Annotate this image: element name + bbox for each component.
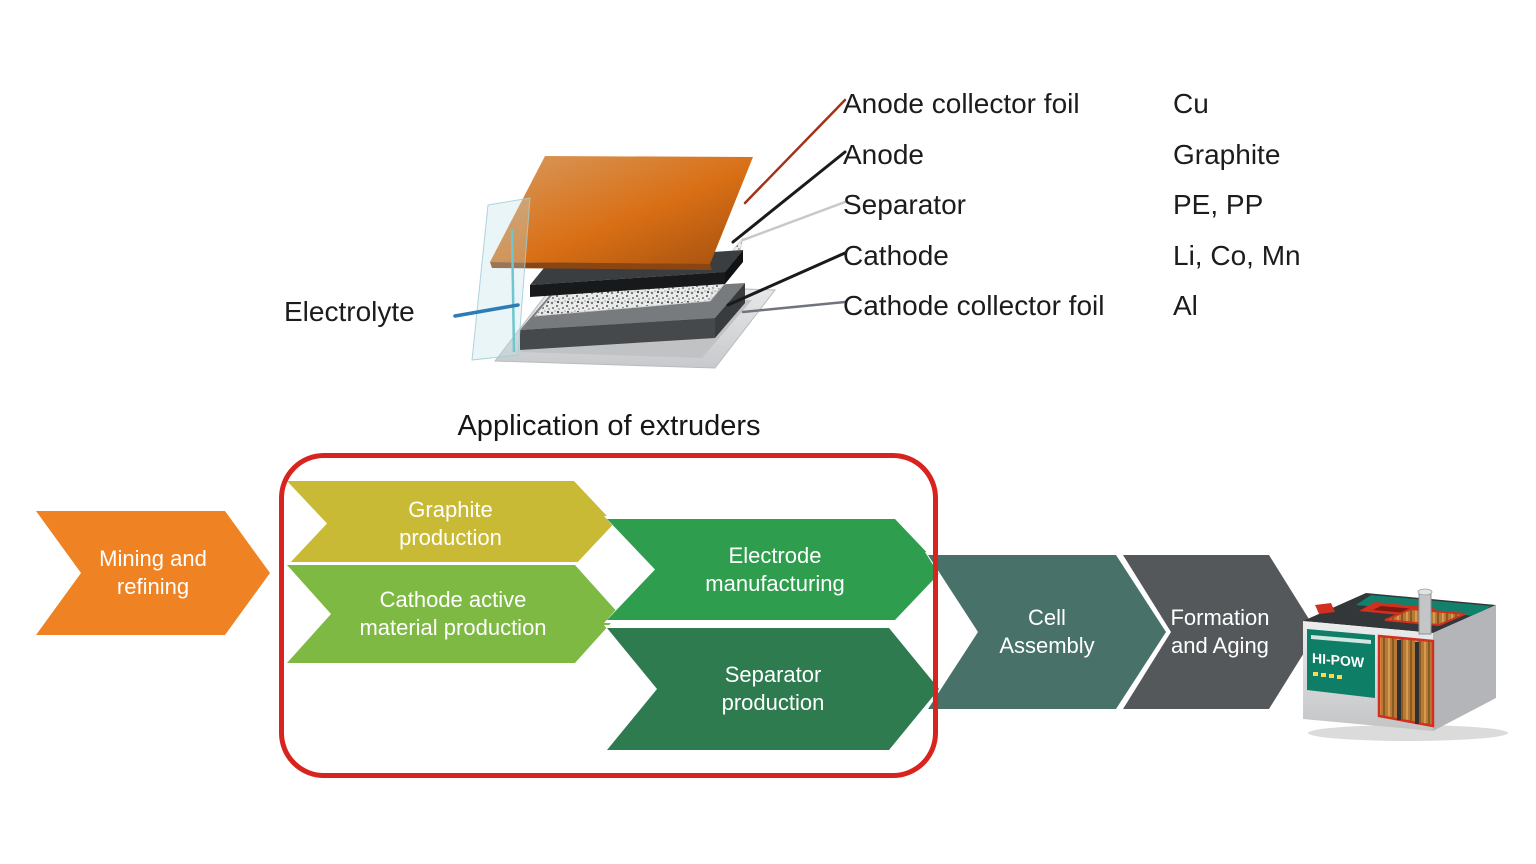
layer-row-cathode: Cathode Li, Co, Mn: [843, 238, 1301, 274]
electrolyte-leader-line: [453, 303, 520, 318]
flow-step-formation-and-aging: Formation and Aging: [1120, 552, 1320, 712]
flow-step-cathode-active-material-production: Cathode active material production: [284, 562, 622, 666]
layer-row-anode: Anode Graphite: [843, 137, 1280, 173]
battery-cutaway: [1377, 588, 1466, 728]
battery-label: HI-POW: [1307, 629, 1375, 698]
chevron-shape: [287, 481, 614, 566]
flow-step-cell-assembly: Cell Assembly: [925, 552, 1169, 712]
flow-step-graphite-production: Graphite production: [284, 478, 617, 569]
electrolyte-glass-layer: [471, 197, 531, 361]
flow-step-label: Electrode manufacturing: [705, 542, 845, 596]
layer-material: PE, PP: [1173, 189, 1264, 220]
cathode-leader-line: [726, 251, 847, 307]
electrolyte-label: Electrolyte: [284, 296, 415, 327]
anode-leader-line: [731, 150, 847, 244]
flow-step-label: Formation and Aging: [1170, 605, 1270, 658]
layer-row-cathode-collector: Cathode collector foil Al: [843, 288, 1198, 324]
battery-side: [1433, 605, 1496, 731]
car-battery-image: HI-POW: [1303, 588, 1508, 741]
flow-step-label: Mining and refining: [99, 546, 207, 599]
exploded-cell-drawing: [453, 98, 847, 369]
battery-terminal-post: [1418, 591, 1432, 635]
layer-row-separator: Separator PE, PP: [843, 187, 1263, 223]
flow-step-label: Cathode active material production: [359, 587, 547, 640]
leader-lines: [453, 98, 847, 318]
anode-collector-leader-line: [743, 98, 847, 205]
battery-label-text: HI-POW: [1312, 650, 1365, 671]
layer-label: Cathode collector foil: [843, 290, 1105, 321]
chevron-shape: [607, 628, 939, 750]
flow-step-label: Separator production: [721, 662, 825, 715]
layer-material: Graphite: [1173, 139, 1281, 170]
battery-shadow: [1308, 725, 1508, 741]
chevron-shape: [607, 519, 943, 620]
flow-step-label: Graphite production: [399, 496, 502, 550]
cathode-collector-leader-line: [741, 300, 847, 314]
flow-step-label: Cell Assembly: [999, 605, 1095, 658]
layer-label: Anode collector foil: [843, 88, 1080, 119]
separator-leader-line: [741, 200, 847, 242]
layer-material: Al: [1173, 290, 1198, 321]
layer-row-anode-collector: Anode collector foil Cu: [843, 86, 1209, 122]
layer-material: Cu: [1173, 88, 1209, 119]
flow-step-separator-production: Separator production: [604, 625, 942, 753]
layer-label: Separator: [843, 189, 966, 220]
chevron-shape: [287, 565, 619, 663]
flow-step-electrode-manufacturing: Electrode manufacturing: [604, 516, 946, 623]
battery-terminal-cap: [1315, 603, 1335, 614]
flow-title: Application of extruders: [457, 410, 761, 442]
anode-collector-foil-layer: [490, 156, 753, 270]
layer-label: Anode: [843, 139, 924, 170]
layer-material: Li, Co, Mn: [1173, 240, 1301, 271]
layer-label: Cathode: [843, 240, 949, 271]
flow-step-mining-and-refining: Mining and refining: [33, 508, 273, 638]
